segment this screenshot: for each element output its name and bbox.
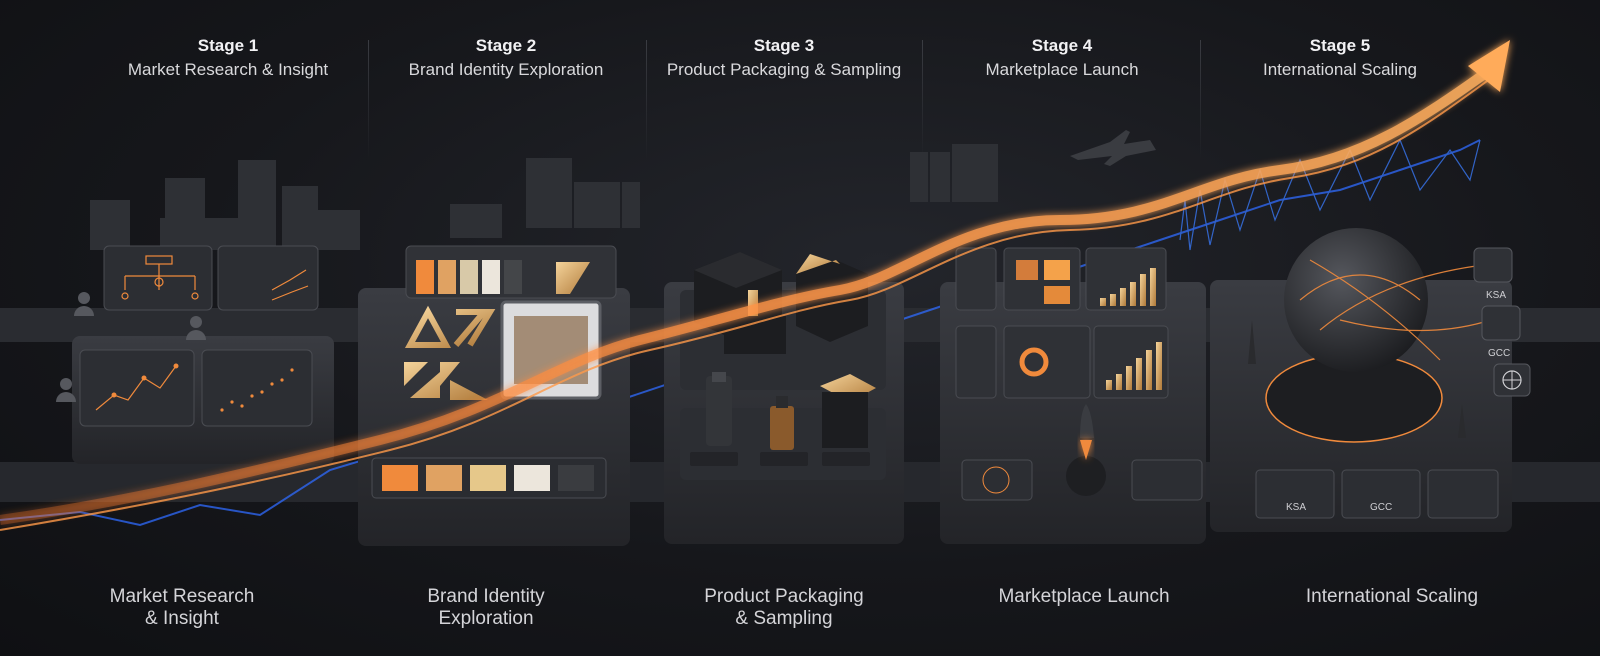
growth-flow-ribbon xyxy=(0,65,1493,525)
stage-5-subtitle: International Scaling xyxy=(1262,60,1418,79)
stage-1-subtitle: Market Research & Insight xyxy=(127,60,329,79)
stage-2-bottom-line1: Brand Identity xyxy=(427,586,545,607)
stage-3-subtitle: Product Packaging & Sampling xyxy=(666,60,902,79)
growth-arrow-icon xyxy=(1468,40,1510,92)
stage-4-title: Stage 4 xyxy=(1031,36,1093,55)
region-tag-ksa: KSA xyxy=(1486,290,1506,301)
stage-3-title: Stage 3 xyxy=(753,36,815,55)
stage-1-title: Stage 1 xyxy=(197,36,259,55)
cargo-blocks xyxy=(910,144,998,202)
stage-3-bottom-label: Product Packaging & Sampling xyxy=(654,586,914,630)
stage-5-header: Stage 5 International Scaling xyxy=(1200,36,1480,80)
stage-divider-3 xyxy=(922,40,923,160)
stage-2-bottom-label: Brand Identity Exploration xyxy=(356,586,616,630)
globe-icon xyxy=(1284,228,1428,372)
stage-2-header: Stage 2 Brand Identity Exploration xyxy=(366,36,646,80)
stage-1-header: Stage 1 Market Research & Insight xyxy=(88,36,368,80)
user-figures xyxy=(56,292,206,402)
stage-2-platform xyxy=(358,158,640,546)
airplane-icon xyxy=(1070,130,1156,166)
stage-3-platform xyxy=(664,252,904,544)
region-tag-gcc: GCC xyxy=(1488,348,1510,359)
stage-1-bottom-line1: Market Research xyxy=(109,586,255,607)
stage-5-bottom-label: International Scaling xyxy=(1262,586,1522,608)
stage-4-subtitle: Marketplace Launch xyxy=(985,60,1139,79)
stage-divider-4 xyxy=(1200,40,1201,160)
stage-4-platform xyxy=(940,247,1206,544)
stage-4-header: Stage 4 Marketplace Launch xyxy=(922,36,1202,80)
map-tile-gcc: GCC xyxy=(1370,502,1392,513)
stage-3-bottom-line2: & Sampling xyxy=(735,608,833,629)
stage-3-bottom-line1: Product Packaging xyxy=(704,586,864,607)
stage-divider-1 xyxy=(368,40,369,160)
rocket-icon xyxy=(1080,404,1094,438)
stage-4-bottom-line1: Marketplace Launch xyxy=(998,586,1170,607)
stage-3-header: Stage 3 Product Packaging & Sampling xyxy=(644,36,924,80)
stage-2-subtitle: Brand Identity Exploration xyxy=(408,60,604,79)
stage-1-bottom-label: Market Research & Insight xyxy=(52,586,312,630)
stage-1-bottom-line2: & Insight xyxy=(145,608,219,629)
stage-1-city-blocks xyxy=(90,160,360,250)
stage-2-title: Stage 2 xyxy=(475,36,537,55)
stage-4-bottom-label: Marketplace Launch xyxy=(954,586,1214,608)
bar-chart-icons xyxy=(1100,268,1162,390)
stage-5-title: Stage 5 xyxy=(1309,36,1371,55)
stage-divider-2 xyxy=(646,40,647,160)
stage-1-platform xyxy=(56,245,334,464)
stage-5-platform xyxy=(1210,228,1531,532)
map-tile-ksa: KSA xyxy=(1286,502,1306,513)
stage-2-bottom-line2: Exploration xyxy=(438,608,534,629)
stage-5-bottom-line1: International Scaling xyxy=(1305,586,1479,607)
